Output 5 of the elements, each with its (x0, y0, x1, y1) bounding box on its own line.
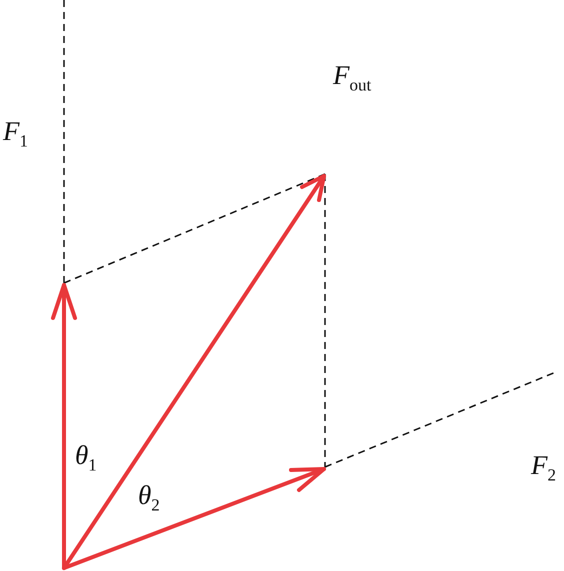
force-label: F$_{1}$ (3, 118, 28, 150)
force-label: F$_{2}$ (531, 452, 556, 484)
force-label: F$_{out}$ (333, 62, 372, 94)
force-label: θ$_{2}$ (138, 482, 160, 514)
force-label: θ$_{1}$ (75, 442, 97, 474)
